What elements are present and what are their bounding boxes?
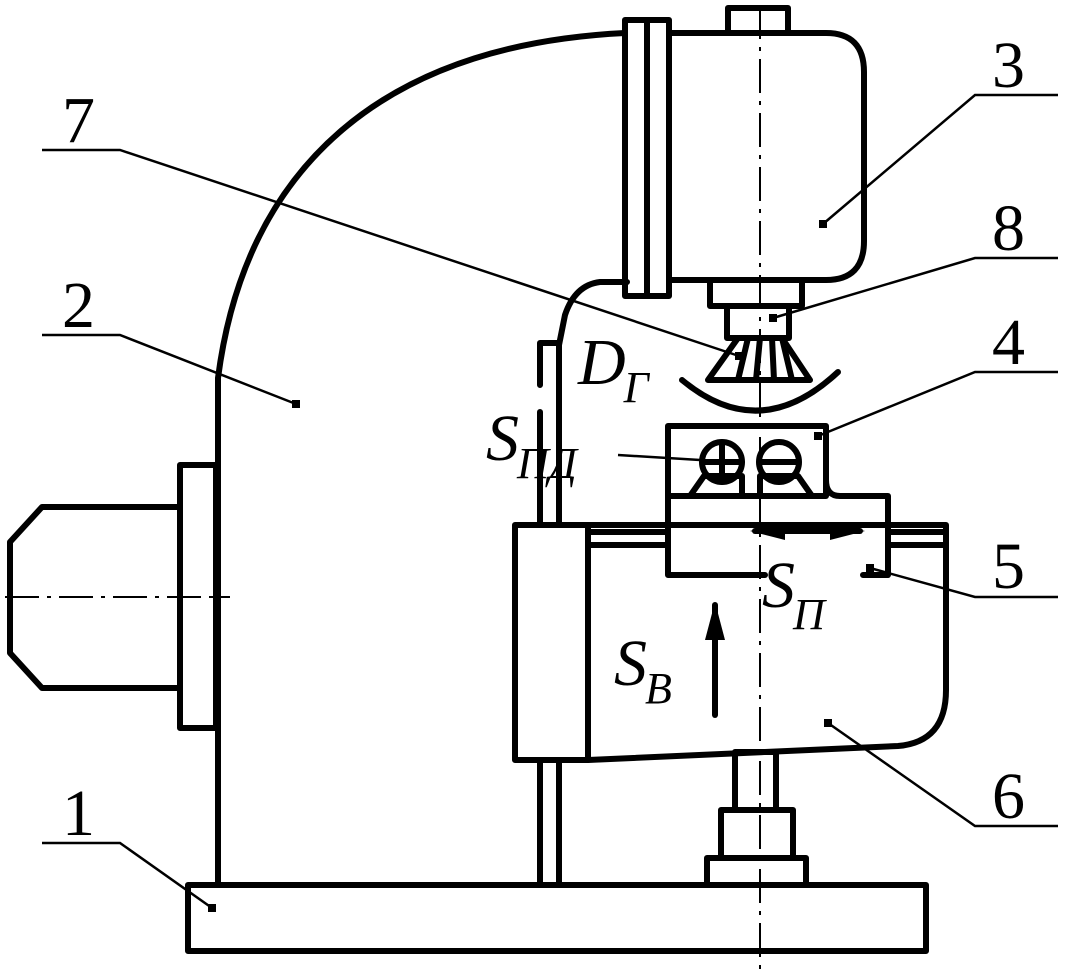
label-3: 3 bbox=[992, 29, 1025, 102]
feed-arrow-horizontal-head-left bbox=[750, 522, 785, 540]
vise-prism bbox=[687, 473, 815, 499]
leader-4 bbox=[817, 370, 1058, 438]
symbol-sb-main: S bbox=[614, 627, 647, 700]
label-2: 2 bbox=[62, 269, 95, 342]
rotation-arc bbox=[679, 369, 841, 414]
column-body bbox=[215, 30, 628, 888]
base-plate bbox=[185, 882, 929, 954]
cutter-tooth bbox=[753, 335, 763, 383]
symbol-dg: DГ bbox=[577, 326, 651, 412]
spindle-head-housing bbox=[666, 30, 867, 283]
symbol-sb-sub: В bbox=[645, 664, 672, 713]
label-8: 8 bbox=[992, 192, 1025, 265]
spindle-top-cap bbox=[725, 5, 791, 36]
symbol-dg-sub: Г bbox=[623, 363, 651, 412]
symbol-dg-main: D bbox=[577, 326, 626, 399]
vise-block bbox=[665, 423, 829, 499]
coolant-pipe bbox=[556, 279, 630, 528]
symbol-sb: SВ bbox=[614, 627, 672, 713]
screw-nut bbox=[718, 807, 796, 861]
coolant-pipe-outer bbox=[537, 340, 562, 388]
symbol-spd-sub: ПД bbox=[516, 439, 579, 488]
leader-1 bbox=[42, 841, 213, 910]
cutter-tool bbox=[705, 335, 813, 383]
symbol-spd: SПД bbox=[486, 402, 579, 488]
symbol-spd-main: S bbox=[486, 402, 519, 475]
leader-7 bbox=[42, 148, 740, 358]
leader-spd bbox=[617, 453, 701, 462]
leader-dot bbox=[819, 220, 827, 228]
leader-dot bbox=[866, 564, 874, 572]
label-6: 6 bbox=[992, 760, 1025, 833]
label-5: 5 bbox=[992, 530, 1025, 603]
spindle-shaft bbox=[724, 303, 792, 341]
leader-dot bbox=[769, 314, 777, 322]
label-4: 4 bbox=[992, 306, 1025, 379]
cutter-tooth bbox=[779, 335, 795, 383]
leader-6 bbox=[827, 721, 1058, 828]
symbol-sp: SП bbox=[762, 549, 827, 639]
screw-shaft bbox=[732, 749, 779, 813]
motor-flange bbox=[177, 462, 219, 731]
leader-dot bbox=[208, 904, 216, 912]
screw-base bbox=[704, 855, 809, 888]
leader-5 bbox=[869, 566, 1058, 599]
label-1: 1 bbox=[62, 777, 95, 850]
feed-arrow-vertical-head bbox=[705, 602, 725, 640]
leader-dot bbox=[814, 432, 822, 440]
knee-left-block bbox=[512, 522, 591, 763]
spindle-head-flange-right bbox=[644, 17, 672, 299]
label-7: 7 bbox=[62, 84, 95, 157]
cutter-tooth bbox=[769, 335, 777, 383]
leader-3 bbox=[822, 93, 1058, 225]
spindle-collar bbox=[707, 277, 805, 309]
symbol-sp-main: S bbox=[762, 549, 795, 622]
leader-8 bbox=[772, 256, 1058, 320]
motor-housing bbox=[7, 504, 183, 691]
leader-2 bbox=[42, 333, 297, 406]
leader-dot bbox=[824, 719, 832, 727]
leader-dot bbox=[292, 400, 300, 408]
feed-arrow-horizontal-head-right bbox=[830, 522, 865, 540]
leader-dot bbox=[735, 352, 743, 360]
knee-body bbox=[585, 522, 949, 763]
symbol-sp-sub: П bbox=[792, 590, 827, 639]
spindle-head-flange-left bbox=[622, 17, 650, 299]
